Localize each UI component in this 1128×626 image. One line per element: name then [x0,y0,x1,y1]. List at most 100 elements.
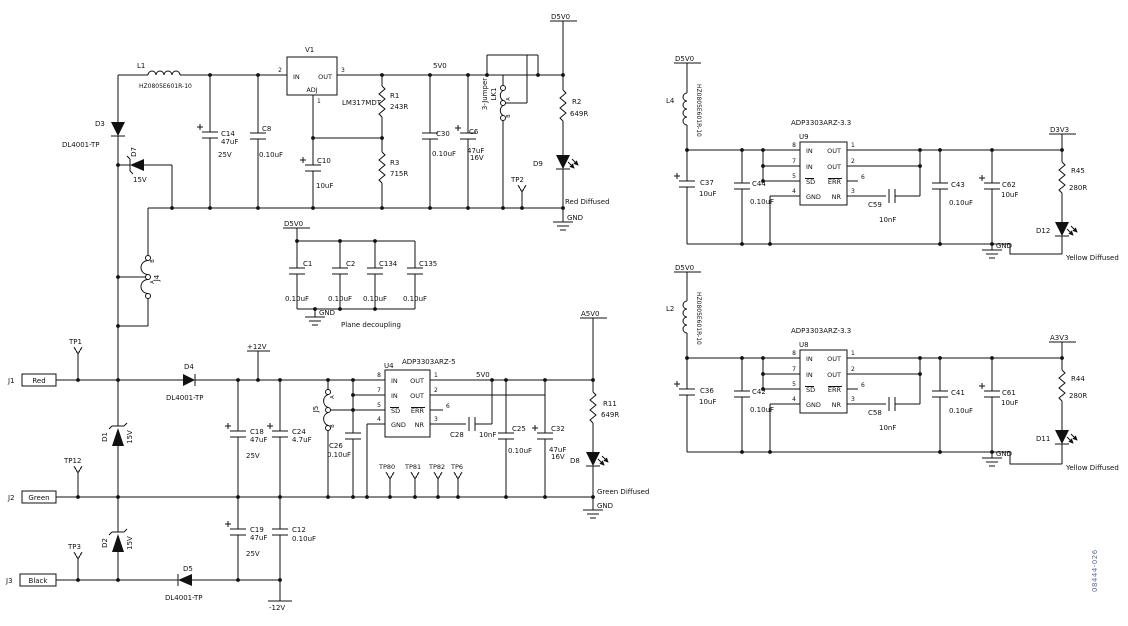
u9-pin-gnd: GND [806,193,821,201]
r3-refdes: R3 [390,159,399,167]
u4-pin8-number: 8 [377,372,381,379]
ground-symbol-lm317: GND [553,214,583,231]
capacitor-c25: C25 0.10uF [498,425,532,455]
capacitor-c10: C10 10uF [300,157,333,190]
u8-pin-out2: OUT [827,371,841,379]
u4-pin3-number: 3 [434,416,438,423]
c37-refdes: C37 [700,179,714,187]
c58-value: 10nF [879,424,896,432]
r1-value: 243R [390,103,408,111]
testpoint-tp1: TP1 [68,338,82,346]
resistor-r45: R45 280R [1058,161,1087,194]
capacitor-c8: C8 0.10uF [250,125,283,159]
u9-pin3-number: 3 [851,188,855,195]
c43-value: 0.10uF [949,199,973,207]
d4-refdes: D4 [184,363,194,371]
u9-pin6-number: 6 [861,174,865,181]
d3-refdes: D3 [95,120,105,128]
c58-refdes: C58 [868,409,882,417]
u4-pin-out1: OUT [410,377,424,385]
c134-value: 0.10uF [363,295,387,303]
u9-pin-err: ERR [828,178,842,186]
c42-refdes: C42 [752,388,766,396]
r2-value: 649R [570,110,588,118]
adp3303-5v-section: J5 A B ADP3303ARZ-5 U4 8 7 5 4 1 2 6 3 I… [312,310,649,519]
c24-refdes: C24 [292,428,306,436]
c42-value: 0.10uF [750,406,774,414]
capacitor-c42: C42 0.10uF [734,388,774,414]
inductor-l1: L1 HZ0805E601R-10 [137,62,192,90]
r44-refdes: R44 [1071,375,1085,383]
j1-refdes: J1 [7,377,15,385]
gnd-text: GND [567,214,583,222]
capacitor-c19: C19 47uF 25V [225,521,267,558]
c134-refdes: C134 [379,260,398,268]
a5v-junctions [326,378,595,499]
lk1-function: 3-Jumper [481,78,489,110]
c37-value: 10uF [699,190,716,198]
u4-pin-in2: IN [391,392,398,400]
c135-value: 0.10uF [403,295,427,303]
capacitor-c44: C44 0.10uF [734,180,774,206]
c25-refdes: C25 [512,425,526,433]
d2-voltage: 15V [126,536,134,550]
c19-value: 47uF [250,534,267,542]
u9-pin2-number: 2 [851,158,855,165]
gnd-text: GND [319,309,335,317]
a5v0-text: A5V0 [581,310,599,318]
jumper-j5: J5 A B [312,389,336,431]
u9-pin-in1: IN [806,147,813,155]
capacitor-c32: C32 47uF 16V [532,425,566,461]
inductor-l2: L2 HZ0805E601R-10 [666,292,702,345]
d5v0-text: D5V0 [551,13,570,21]
c43-refdes: C43 [951,181,965,189]
resistor-r44: R44 280R [1058,369,1087,402]
d7-refdes: D7 [130,147,138,157]
d3v3-text: D3V3 [1050,126,1069,134]
l4-refdes: L4 [666,97,675,105]
u4-pin5-number: 5 [377,402,381,409]
j3-name: Black [29,577,49,585]
zener-d1: D1 15V [101,422,134,446]
c32-value: 47uF [549,446,566,454]
net-label-minus12v: -12V [269,604,285,612]
gnd-text: GND [597,502,613,510]
led-d11: D11 Yellow Diffused [1036,430,1119,472]
c18-refdes: C18 [250,428,264,436]
jumper-lk1: 3-Jumper LK1 A B [481,78,512,121]
d3v3-wires [686,63,1063,255]
u4-pin4-number: 4 [377,416,381,423]
j4-refdes: J4 [153,274,161,282]
input-connectors-section: J1 Red TP1 D4 DL4001-TP +12V D1 15V J4 B… [5,208,593,612]
testpoint-tp82: TP82 [428,463,445,471]
adp3303-d3v3-section: D5V0 L4 HZ0805E601R-10 ADP3303ARZ-3.3 U9… [666,55,1119,262]
u9-pin5-number: 5 [792,173,796,180]
c28-value: 10nF [479,431,496,439]
capacitor-c26: C26 0.10uF [327,432,361,459]
d1-voltage: 15V [126,430,134,444]
l1-part: HZ0805E601R-10 [139,83,192,90]
a3v3-wires [686,272,1063,465]
c59-value: 10nF [879,216,896,224]
connector-j1: J1 Red [7,373,57,387]
c6-voltage: 16V [470,154,484,162]
u4-pin7-number: 7 [377,387,381,394]
j1-name: Red [32,377,45,385]
c26-refdes: C26 [329,442,343,450]
net-label-5v0: 5V0 [433,62,447,70]
capacitor-c1: C1 0.10uF [285,260,312,303]
j3-refdes: J3 [5,577,13,585]
u8-pin-in1: IN [806,355,813,363]
capacitor-c36: C36 10uF [674,381,716,406]
c8-value: 0.10uF [259,151,283,159]
capacitor-c62: C62 10uF [979,175,1018,199]
input-junctions [76,275,282,582]
capacitor-c58: C58 10nF [868,397,896,432]
d3v3-junctions [685,148,1064,246]
c19-voltage: 25V [246,550,260,558]
v1-pin-adj: ADJ [306,86,317,94]
d2-refdes: D2 [101,538,109,548]
u8-pin4-number: 4 [792,396,796,403]
net-label-5v0-u4: 5V0 [476,371,490,379]
